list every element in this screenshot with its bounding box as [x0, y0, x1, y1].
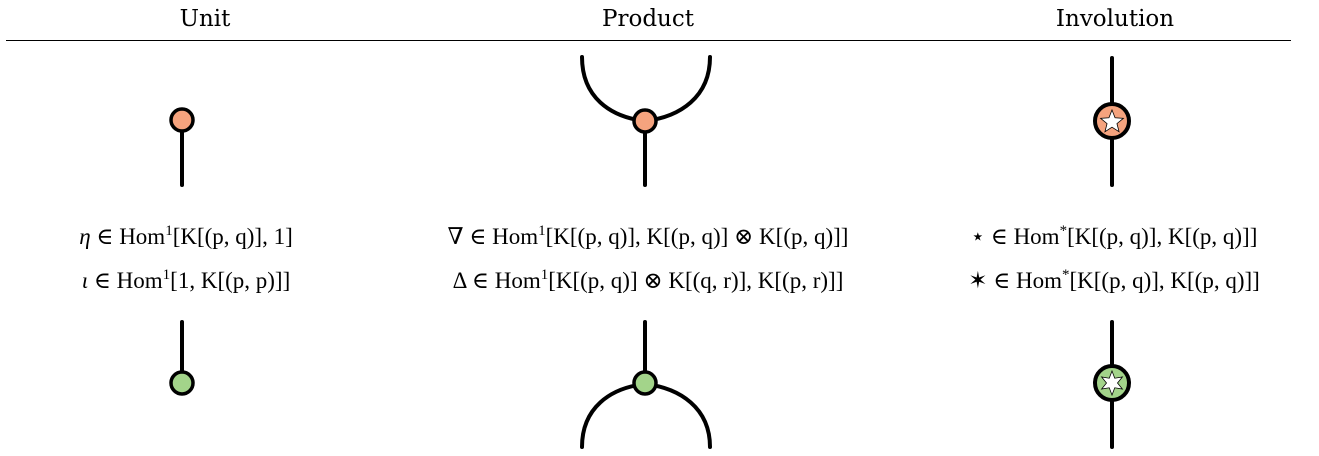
- unit-eta-diagram: [169, 107, 195, 187]
- green-dot-icon: [632, 370, 658, 396]
- membership-symbol: ∈: [471, 268, 489, 293]
- hom-label: Hom: [116, 268, 163, 293]
- formula-star: ⋆ ∈ Hom*[K[(p, q)], K[(p, q)]]: [971, 222, 1258, 252]
- formula-delta-symbol: Δ: [452, 268, 467, 293]
- formula-iota: ι ∈ Hom1[1, K[(p, p)]]: [82, 266, 291, 296]
- membership-symbol: ∈: [93, 268, 111, 293]
- unit-iota-diagram: [169, 320, 195, 396]
- formula-nabla: ∇ ∈ Hom1[K[(p, q)], K[(p, q)] ⊗ K[(p, q)…: [448, 222, 849, 252]
- membership-symbol: ∈: [993, 268, 1011, 293]
- involution-sixstar-diagram: [1093, 320, 1131, 449]
- hom-label: Hom: [492, 224, 539, 249]
- hom-superscript: 1: [165, 223, 173, 239]
- hom-superscript: 1: [162, 267, 171, 283]
- membership-symbol: ∈: [990, 224, 1008, 249]
- col-header-product: Product: [594, 2, 702, 36]
- formula-iota-symbol: ι: [81, 268, 89, 293]
- six-point-star-icon: [1100, 369, 1124, 397]
- orange-dot-icon: [632, 108, 658, 134]
- formula-star-args: [K[(p, q)], K[(p, q)]]: [1067, 224, 1258, 249]
- hom-label: Hom: [119, 224, 166, 249]
- formula-eta-args: [K[(p, q)], 1]: [172, 224, 293, 249]
- formula-eta-symbol: η: [79, 224, 91, 249]
- hom-label: Hom: [494, 268, 541, 293]
- involution-star-diagram: [1093, 56, 1131, 187]
- formula-delta-args: [K[(p, q)] ⊗ K[(q, r)], K[(p, r)]]: [548, 268, 844, 293]
- header-rule: [6, 40, 1291, 41]
- formula-nabla-args: [K[(p, q)], K[(p, q)] ⊗ K[(p, q)]]: [545, 224, 849, 249]
- col-header-involution: Involution: [1047, 2, 1183, 36]
- formula-eta: η ∈ Hom1[K[(p, q)], 1]: [79, 222, 293, 252]
- hom-superscript: *: [1059, 223, 1068, 239]
- formula-nabla-symbol: ∇: [447, 224, 464, 249]
- membership-symbol: ∈: [96, 224, 114, 249]
- col-header-unit: Unit: [171, 2, 239, 36]
- membership-symbol: ∈: [469, 224, 487, 249]
- star-icon: [1099, 108, 1125, 133]
- formula-sixstar-args: [K[(p, q)], K[(p, q)]]: [1069, 268, 1260, 293]
- hom-label: Hom: [1013, 224, 1060, 249]
- formula-sixstar: ✶ ∈ Hom*[K[(p, q)], K[(p, q)]]: [968, 266, 1260, 296]
- hom-label: Hom: [1016, 268, 1062, 293]
- hom-superscript: 1: [538, 223, 546, 239]
- hom-superscript: 1: [540, 267, 549, 283]
- formula-iota-args: [1, K[(p, p)]]: [170, 268, 291, 293]
- formula-delta: Δ ∈ Hom1[K[(p, q)] ⊗ K[(q, r)], K[(p, r)…: [453, 266, 844, 296]
- hom-superscript: *: [1062, 267, 1070, 283]
- product-nabla-diagram: [580, 55, 712, 187]
- green-dot-icon: [169, 370, 195, 396]
- product-delta-diagram: [580, 320, 712, 449]
- formula-star-symbol: ⋆: [970, 224, 986, 249]
- orange-dot-icon: [169, 107, 195, 133]
- formula-sixstar-symbol: ✶: [968, 268, 988, 293]
